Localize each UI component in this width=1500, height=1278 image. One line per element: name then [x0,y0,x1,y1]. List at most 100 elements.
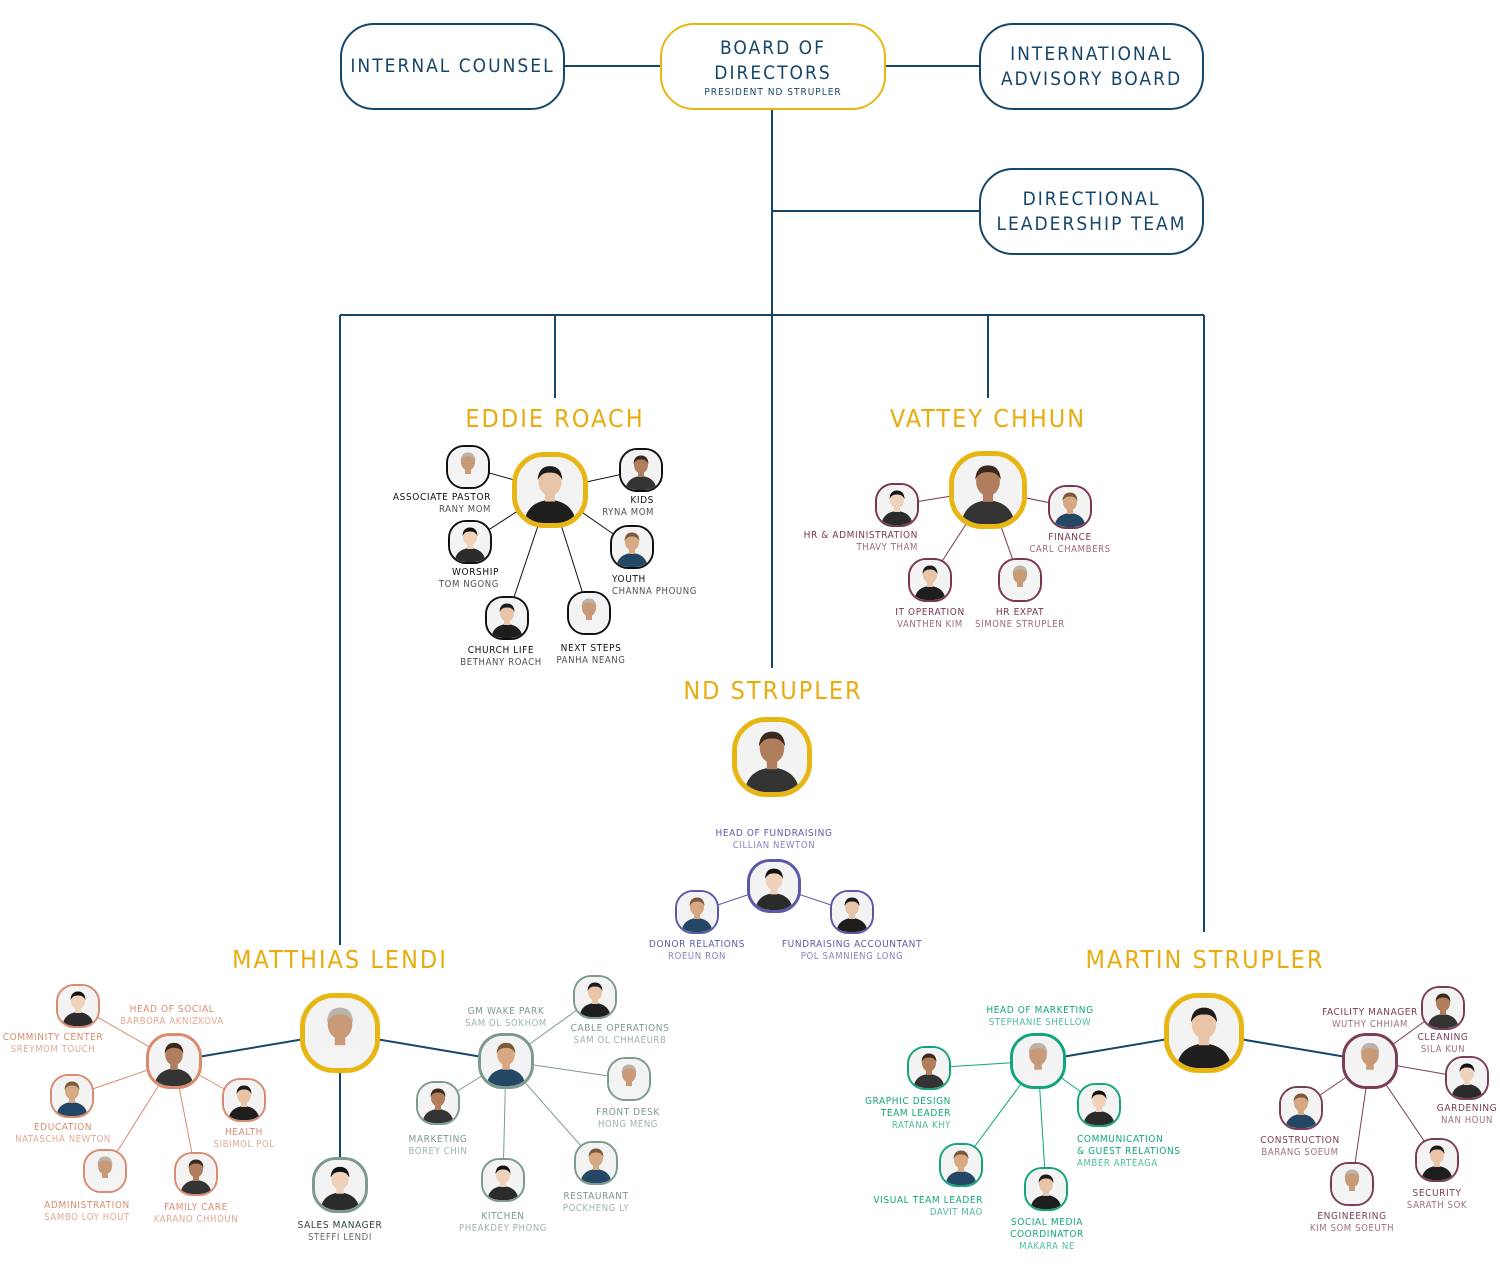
social-team-3-person-name: SAMBO LOY HOUT [44,1212,130,1223]
eddie-team-3-role: YOUTH [612,574,646,585]
eddie-team-4-avatar [485,596,529,640]
leader-name-nd-strupler: ND STRUPLER [683,676,863,705]
marketing-team-2-avatar [939,1143,983,1187]
vattey-team-0-role: HR & ADMINISTRATION [803,530,918,541]
head-of-fundraising-role: HEAD OF FUNDRAISING [715,828,833,839]
vattey-chhun-avatar [949,451,1027,529]
vattey-team-0-person-name: THAVY THAM [856,542,918,553]
fundraising-team-1-role: FUNDRAISING ACCOUNTANT [781,939,923,950]
person-photo-icon [517,457,583,523]
person-photo-icon [52,1076,92,1116]
social-team-2-person-name: SIBIMOL POL [213,1139,275,1150]
person-photo-icon [677,892,717,932]
marketing-team-2-role: VISUAL TEAM LEADER [873,1195,983,1206]
head-of-fundraising-person-name: CILLIAN NEWTON [732,840,816,851]
person-photo-icon [1447,1058,1487,1098]
person-photo-icon [224,1080,264,1120]
wake-team-3-person-name: PHEAKDEY PHONG [458,1223,548,1234]
social-team-1-person-name: NATASCHA NEWTON [15,1134,111,1145]
eddie-team-4-role: CHURCH LIFE [467,645,535,656]
nd-strupler-avatar [732,717,812,797]
facility-team-1-avatar [1445,1056,1489,1100]
eddie-team-5-avatar [567,591,611,635]
leader-name-vattey-chhun: VATTEY CHHUN [889,404,1087,433]
marketing-team-0-person-name: RATANA KHY [891,1120,951,1131]
social-team-2-avatar [222,1078,266,1122]
social-team-1-avatar [50,1074,94,1118]
person-photo-icon [448,447,488,487]
person-photo-icon [575,977,615,1017]
eddie-team-1-person-name: RYNA MOM [602,507,654,518]
internal-counsel-label: INTERNAL COUNSEL [350,55,555,77]
wake-team-1-avatar [607,1057,651,1101]
wake-team-4-person-name: POCKHENG LY [562,1203,630,1214]
vattey-team-3-role: HR EXPAT [995,607,1045,618]
person-photo-icon [1332,1164,1372,1204]
international-advisory-board-box: INTERNATIONAL ADVISORY BOARD [979,23,1204,110]
board-of-directors-box: BOARD OF DIRECTORS PRESIDENT ND STRUPLER [660,23,886,110]
fundraising-team-0-role: DONOR RELATIONS [648,939,746,950]
facility-manager-person-name: WUTHY CHHIAM [1331,1019,1409,1030]
person-photo-icon [483,1160,523,1200]
person-photo-icon [1000,560,1040,600]
head-of-social-person-name: BARBORA AKNIZKOVA [120,1016,224,1027]
person-photo-icon [418,1083,458,1123]
vattey-team-3-avatar [998,558,1042,602]
vattey-team-2-avatar [908,558,952,602]
matthias-lendi-avatar [300,993,380,1073]
vattey-team-0-avatar [875,483,919,527]
person-photo-icon [1423,988,1463,1028]
sales-manager-person-name: STEFFI LENDI [308,1232,372,1243]
wake-team-0-role: CABLE OPERATIONS [570,1023,670,1034]
board-president-label: PRESIDENT ND STRUPLER [704,86,842,98]
wake-team-0-avatar [573,975,617,1019]
facility-team-2-person-name: BARANG SOEUM [1261,1147,1339,1158]
wake-team-0-person-name: SAM OL CHHAEURB [573,1035,667,1046]
eddie-team-4-person-name: BETHANY ROACH [460,657,542,668]
directional-leadership-team-box: DIRECTIONAL LEADERSHIP TEAM [979,168,1204,255]
person-photo-icon [612,527,652,567]
social-team-4-person-name: KARANO CHHOUN [153,1214,239,1225]
head-of-fundraising-avatar [747,859,801,913]
marketing-team-1-role: COMMUNICATION & GUEST RELATIONS [1077,1134,1181,1157]
facility-team-3-role: SECURITY [1412,1188,1462,1199]
wake-team-2-avatar [416,1081,460,1125]
leader-name-martin-strupler: MARTIN STRUPLER [1085,945,1325,974]
wake-team-1-role: FRONT DESK [596,1107,660,1118]
person-photo-icon [1281,1088,1321,1128]
person-photo-icon [149,1036,199,1086]
fundraising-team-1-avatar [830,890,874,934]
wake-team-4-avatar [574,1141,618,1185]
facility-team-0-role: CLEANING [1417,1032,1469,1043]
marketing-team-2-person-name: DAVIT MAO [929,1207,983,1218]
social-team-0-avatar [56,984,100,1028]
vattey-team-2-role: IT OPERATION [895,607,965,618]
eddie-roach-avatar [512,452,588,528]
eddie-team-5-person-name: PANHA NEANG [556,655,626,666]
head-of-marketing-person-name: STEPHANIE SHELLOW [988,1017,1092,1028]
facility-team-1-person-name: NAN HOUN [1441,1115,1493,1126]
social-team-2-role: HEALTH [224,1127,264,1138]
head-of-social-avatar [146,1033,202,1089]
facility-team-3-person-name: SARATH SOK [1406,1200,1468,1211]
marketing-team-0-role: GRAPHIC DESIGN TEAM LEADER [864,1096,951,1119]
marketing-team-1-avatar [1077,1083,1121,1127]
person-photo-icon [621,450,661,490]
eddie-team-0-role: ASSOCIATE PASTOR [392,492,491,503]
